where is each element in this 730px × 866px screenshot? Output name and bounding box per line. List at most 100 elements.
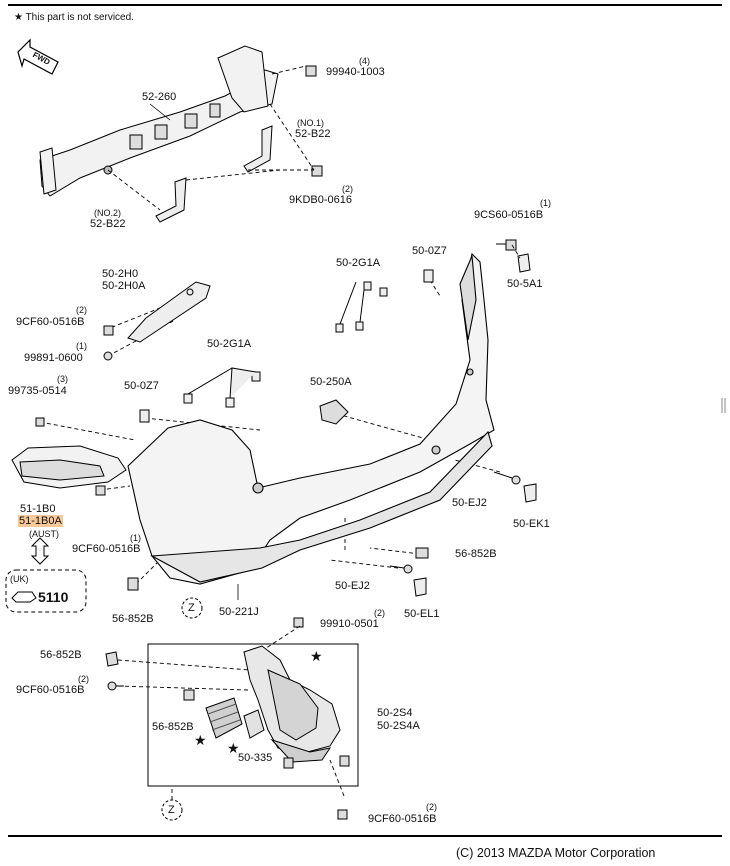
bolt-9cf60-0516b-a: [103, 325, 114, 336]
star-icon: ★: [14, 12, 23, 23]
star-icon: ★: [194, 732, 207, 748]
bracket-52-b22-no1: [243, 125, 273, 173]
clip-50-0z7-a: [423, 269, 434, 283]
label-qty-99735: (3): [57, 374, 68, 384]
uk-variant-box: [5, 569, 87, 613]
copyright: (C) 2013 MAZDA Motor Corporation: [456, 846, 656, 860]
label-aust: (AUST): [29, 529, 59, 539]
clip-56-852b-c: [105, 651, 119, 667]
label-51-1b0a[interactable]: 51-1B0A: [18, 515, 63, 527]
bracket-52-b22-no2: [155, 177, 187, 223]
fwd-arrow-icon: [17, 38, 59, 75]
label-9cf60-0516b-d[interactable]: 9CF60-0516B: [368, 813, 437, 825]
clip-56-852b-d: [183, 689, 195, 701]
label-50-2g1a-b[interactable]: 50-2G1A: [207, 338, 252, 350]
label-50-335[interactable]: 50-335: [238, 752, 273, 764]
label-50-ek1[interactable]: 50-EK1: [513, 518, 550, 530]
clip-50-0z7-b: [139, 409, 150, 423]
clip-56-852b-a: [415, 547, 429, 559]
nut-99891-0600: [103, 351, 113, 361]
clip-99910-0501: [293, 617, 304, 628]
label-99940-1003[interactable]: 99940-1003: [326, 66, 385, 78]
not-serviced-note-text: This part is not serviced.: [25, 12, 134, 23]
label-50-el1[interactable]: 50-EL1: [404, 608, 440, 620]
clips-50-2g1a-a: [335, 281, 388, 333]
clip-56-852b-b: [127, 577, 139, 591]
label-50-250a[interactable]: 50-250A: [310, 376, 352, 388]
label-qty-9cf60-a: (2): [76, 305, 87, 315]
star-icon: ★: [227, 740, 240, 756]
label-note-no1: (NO.1): [297, 118, 324, 128]
grille-panel: [205, 697, 243, 739]
bolt-9cf60-0516b-c: [107, 681, 124, 691]
cover-50-el1: [413, 577, 427, 597]
label-50-2g1a-a[interactable]: 50-2G1A: [336, 257, 381, 269]
zone-z1-label: Z: [188, 602, 195, 614]
label-52-b22-no2[interactable]: 52-B22: [90, 218, 126, 230]
nut-99940-1003: [305, 65, 317, 77]
label-qty-9cs60: (1): [540, 198, 551, 208]
uk-part-icon: [11, 591, 37, 603]
label-qty-9cf60-c: (2): [78, 674, 89, 684]
label-50-2h0a[interactable]: 50-2H0A: [102, 280, 146, 292]
bracket-50-250a: [319, 399, 349, 425]
screw-99735-0514: [35, 417, 45, 427]
label-50-2s4[interactable]: 50-2S4: [377, 707, 413, 719]
label-50-2s4a[interactable]: 50-2S4A: [377, 720, 420, 732]
small-plate: [243, 709, 265, 739]
label-99910-0501[interactable]: 99910-0501: [320, 618, 379, 630]
label-note-no2: (NO.2): [94, 208, 121, 218]
rear-bumper-50-221j: [127, 252, 495, 585]
liner-detail-box: [147, 643, 359, 787]
label-50-ej2-b[interactable]: 50-EJ2: [335, 580, 370, 592]
aust-uk-double-arrow-icon: [30, 537, 50, 565]
bolt-50-ej2-a: [493, 471, 521, 485]
cover-50-ek1: [523, 483, 537, 503]
label-56-852b-c[interactable]: 56-852B: [40, 649, 82, 661]
label-9cf60-0516b-a[interactable]: 9CF60-0516B: [16, 316, 85, 328]
label-52-b22-no1[interactable]: 52-B22: [295, 128, 331, 140]
label-qty-9cf60-d: (2): [426, 802, 437, 812]
bracket-50-2h0: [127, 281, 211, 343]
label-qty-99910: (2): [374, 608, 385, 618]
label-56-852b-b[interactable]: 56-852B: [112, 613, 154, 625]
label-9kdb0-0616[interactable]: 9KDB0-0616: [289, 194, 352, 206]
label-50-0z7-b[interactable]: 50-0Z7: [124, 380, 159, 392]
label-50-5a1[interactable]: 50-5A1: [507, 278, 543, 290]
retainer-50-335: [283, 755, 350, 769]
fender-liner-50-2s4: [243, 645, 341, 763]
label-9cf60-0516b-c[interactable]: 9CF60-0516B: [16, 684, 85, 696]
label-50-0z7-a[interactable]: 50-0Z7: [412, 245, 447, 257]
label-qty-9kdb0: (2): [342, 184, 353, 194]
label-5110[interactable]: 5110: [38, 589, 69, 605]
reinforcement-beam-52-260: [39, 45, 279, 197]
label-9cf60-0516b-b[interactable]: 9CF60-0516B: [72, 543, 141, 555]
bolt-9cf60-0516b-b: [95, 485, 106, 496]
label-50-ej2-a[interactable]: 50-EJ2: [452, 497, 487, 509]
rear-reflector-51-1b0: [11, 445, 127, 489]
label-9cs60-0516b[interactable]: 9CS60-0516B: [474, 209, 544, 221]
label-50-2h0[interactable]: 50-2H0: [102, 268, 139, 280]
label-51-1b0[interactable]: 51-1B0: [20, 503, 56, 515]
label-qty-9cf60-b: (1): [130, 533, 141, 543]
label-50-221j[interactable]: 50-221J: [219, 606, 259, 618]
clip-50-5a1: [517, 253, 531, 273]
label-52-260[interactable]: 52-260: [142, 91, 177, 103]
label-56-852b-d[interactable]: 56-852B: [152, 721, 194, 733]
nut-9kdb0-0616: [311, 165, 323, 177]
label-uk: (UK): [10, 574, 29, 584]
bolt-9cs60-0516b: [496, 239, 517, 251]
bolt-9cf60-0516b-d: [337, 809, 348, 820]
label-99735-0514[interactable]: 99735-0514: [8, 385, 67, 397]
label-56-852b-a[interactable]: 56-852B: [455, 548, 497, 560]
clips-50-2g1a-b: [183, 367, 261, 408]
label-99891-0600[interactable]: 99891-0600: [24, 352, 83, 364]
zone-marker-z1: [181, 597, 203, 619]
zone-z2-label: Z: [168, 804, 175, 816]
not-serviced-note: ★ This part is not serviced.: [14, 12, 134, 23]
label-qty-99891: (1): [76, 341, 87, 351]
bolt-50-ej2-b: [389, 564, 413, 574]
star-icon: ★: [310, 648, 323, 664]
